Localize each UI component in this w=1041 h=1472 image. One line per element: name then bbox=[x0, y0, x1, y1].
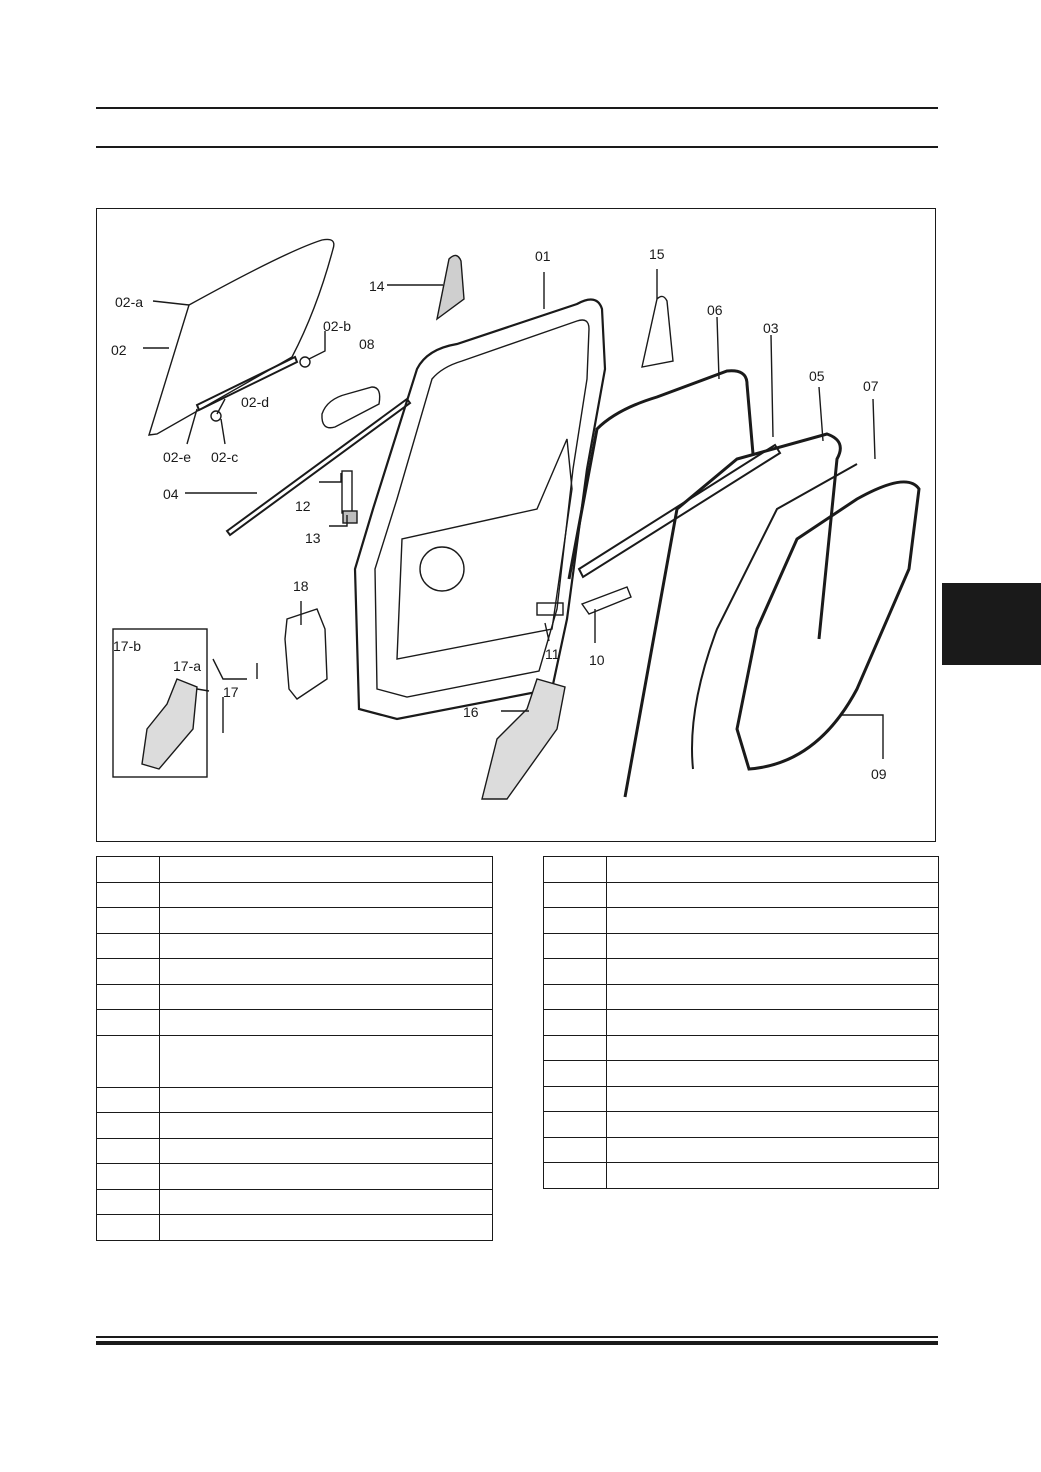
header-rule-top bbox=[96, 107, 938, 109]
table-row bbox=[96, 1188, 493, 1215]
table-row bbox=[96, 1009, 493, 1036]
glass-clip-d bbox=[210, 410, 222, 422]
table-row bbox=[543, 983, 939, 1010]
callout-06: 06 bbox=[707, 302, 723, 318]
outer-belt-strip bbox=[225, 397, 412, 537]
callout-02: 02 bbox=[111, 342, 127, 358]
table-row bbox=[543, 1136, 939, 1163]
callout-17: 17 bbox=[223, 684, 239, 700]
table-row bbox=[543, 856, 939, 883]
door-inner-panel bbox=[396, 438, 573, 660]
table-row bbox=[96, 1137, 493, 1164]
callout-16: 16 bbox=[463, 704, 479, 720]
callout-17-b: 17-b bbox=[113, 638, 141, 654]
callout-18: 18 bbox=[293, 578, 309, 594]
footer-rule-thin bbox=[96, 1336, 938, 1338]
check-link-cap bbox=[342, 510, 358, 524]
latch-inset-box bbox=[112, 628, 208, 778]
header-rule-bottom bbox=[96, 146, 938, 148]
table-row bbox=[96, 1112, 493, 1139]
callout-03: 03 bbox=[763, 320, 779, 336]
leader-lines bbox=[143, 269, 884, 759]
table-row bbox=[543, 1162, 939, 1189]
table-row bbox=[96, 881, 493, 908]
table-row bbox=[543, 1085, 939, 1112]
table-row bbox=[543, 1009, 939, 1036]
callout-15: 15 bbox=[649, 246, 665, 262]
table-row bbox=[543, 1034, 939, 1061]
table-row bbox=[96, 1086, 493, 1113]
callout-02-a: 02-a bbox=[115, 294, 143, 310]
table-row bbox=[543, 958, 939, 985]
door-frame-inner bbox=[374, 319, 590, 698]
callout-11: 11 bbox=[545, 646, 560, 662]
table-row bbox=[96, 983, 493, 1010]
footer-rule-thick bbox=[96, 1341, 938, 1345]
rear-door-parts-svg: 01 02 02-a 02-b 02-c 02-d 02-e 03 04 05 … bbox=[111, 238, 921, 800]
callout-14: 14 bbox=[369, 278, 385, 294]
callout-04: 04 bbox=[163, 486, 179, 502]
callout-07: 07 bbox=[863, 378, 879, 394]
callout-08: 08 bbox=[359, 336, 375, 352]
table-row bbox=[543, 881, 939, 908]
door-latch bbox=[481, 678, 566, 800]
table-row bbox=[96, 856, 493, 883]
callout-17-a: 17-a bbox=[173, 658, 201, 674]
callout-02-b: 02-b bbox=[323, 318, 351, 334]
table-row bbox=[543, 907, 939, 934]
check-link bbox=[341, 470, 353, 514]
corner-trim bbox=[435, 254, 465, 321]
door-frame-outer bbox=[353, 298, 607, 721]
glass-clip-b bbox=[299, 356, 311, 368]
door-hinge bbox=[284, 608, 328, 700]
callout-01: 01 bbox=[535, 248, 551, 264]
handle-spring bbox=[536, 602, 564, 616]
callout-02-e: 02-e bbox=[163, 449, 191, 465]
callout-02-d: 02-d bbox=[241, 394, 269, 410]
parts-table-right bbox=[543, 856, 939, 1189]
chapter-tab bbox=[942, 583, 1041, 665]
callout-02-c: 02-c bbox=[211, 449, 238, 465]
table-row bbox=[96, 1034, 493, 1088]
outer-handle bbox=[321, 386, 381, 429]
parts-table-left bbox=[96, 856, 493, 1241]
table-row bbox=[543, 932, 939, 959]
table-row bbox=[96, 1214, 493, 1241]
exploded-diagram: 01 02 02-a 02-b 02-c 02-d 02-e 03 04 05 … bbox=[96, 208, 936, 842]
door-weatherstrip bbox=[623, 432, 842, 798]
window-glass bbox=[148, 238, 335, 436]
inner-belt-strip bbox=[577, 443, 782, 579]
inner-handle bbox=[580, 586, 632, 615]
glass-run-channel bbox=[567, 369, 755, 580]
callout-09: 09 bbox=[871, 766, 887, 782]
speaker-hole bbox=[419, 546, 465, 592]
table-row bbox=[96, 907, 493, 934]
latch-inset-part bbox=[141, 678, 198, 770]
quarter-glass bbox=[641, 295, 674, 368]
glass-channel bbox=[195, 355, 299, 412]
opening-weatherstrip bbox=[735, 480, 921, 771]
table-row bbox=[96, 932, 493, 959]
table-row bbox=[543, 1111, 939, 1138]
table-row bbox=[543, 1060, 939, 1087]
callout-05: 05 bbox=[809, 368, 825, 384]
auxiliary-seal bbox=[691, 463, 858, 770]
callout-13: 13 bbox=[305, 530, 321, 546]
table-row bbox=[96, 1163, 493, 1190]
table-row bbox=[96, 958, 493, 985]
callout-12: 12 bbox=[295, 498, 311, 514]
callout-10: 10 bbox=[589, 652, 605, 668]
